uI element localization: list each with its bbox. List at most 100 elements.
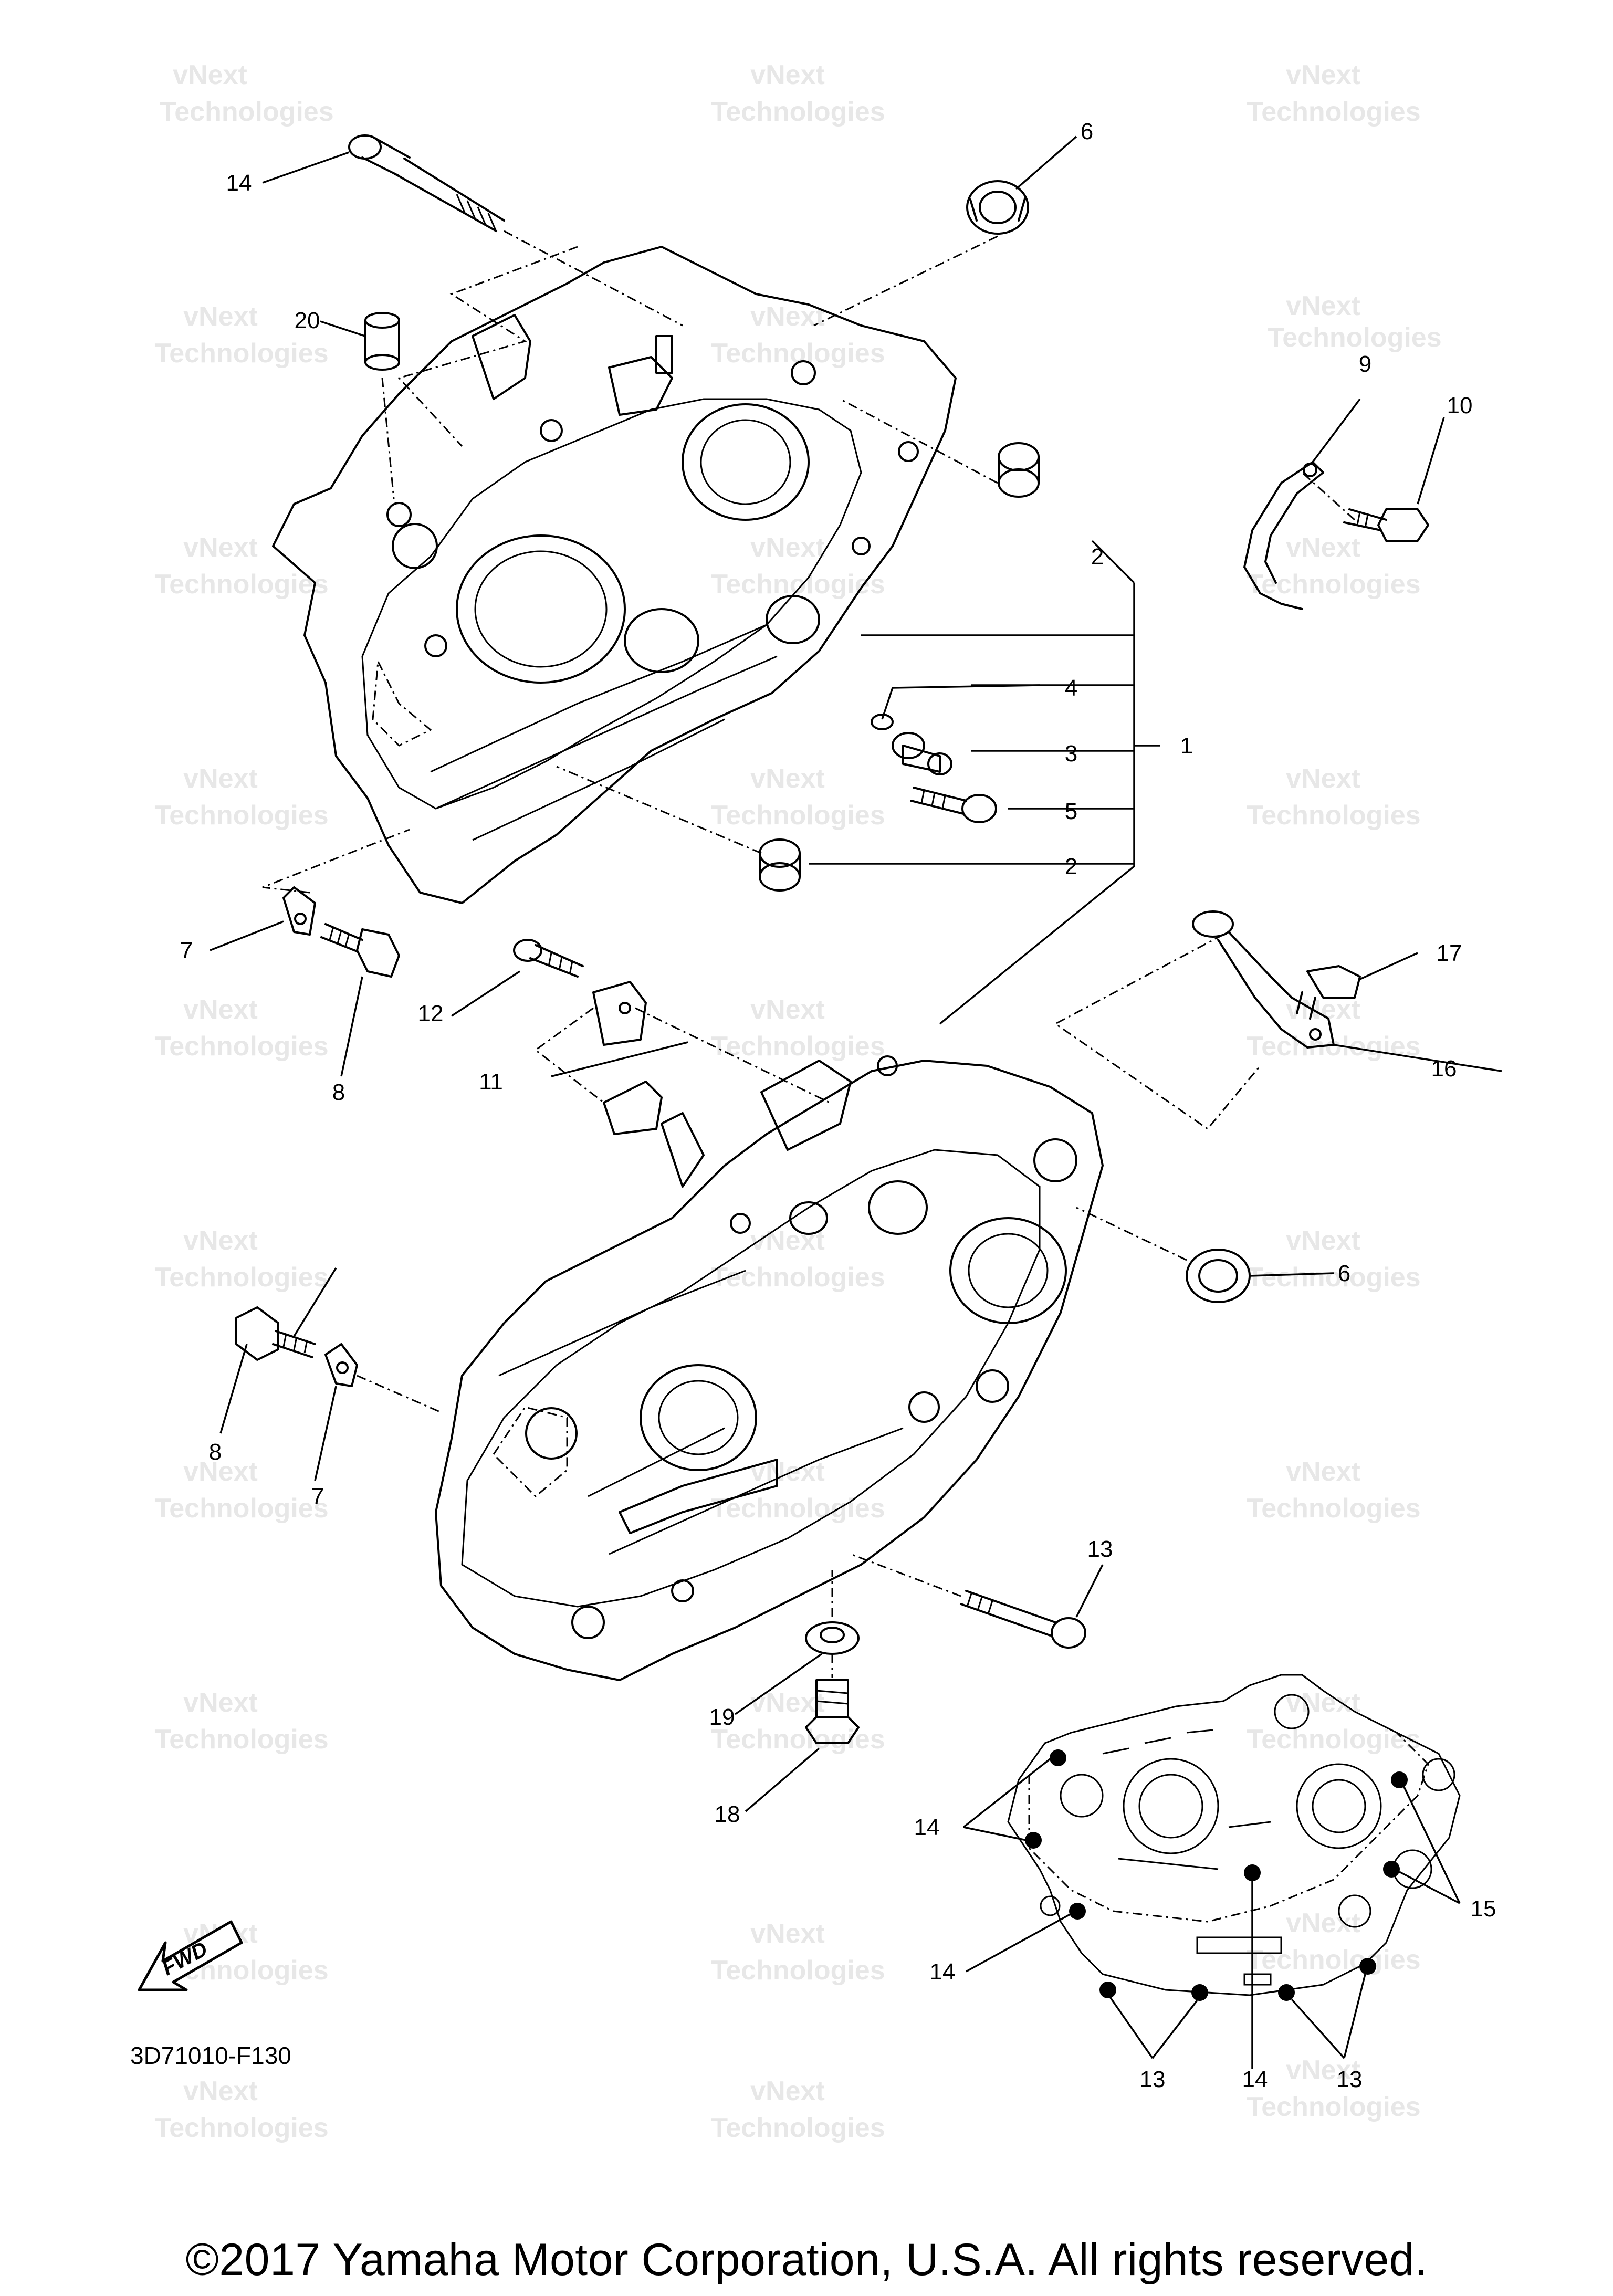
watermark: vNext Technologies <box>711 2076 885 2143</box>
svg-text:Technologies: Technologies <box>154 1493 328 1524</box>
dowel-pin-2-lower <box>759 838 801 892</box>
bolt-8-lower <box>235 1306 316 1361</box>
bolt-5 <box>910 787 997 823</box>
fitting-3 <box>892 732 952 775</box>
screw-12 <box>513 939 584 978</box>
callout-19: 19 <box>709 1704 735 1730</box>
svg-text:vNext: vNext <box>1286 1687 1360 1718</box>
callout-14: 14 <box>226 170 252 196</box>
leader-lines <box>210 135 1502 1812</box>
bolt-17 <box>1296 965 1361 1020</box>
callout-7: 7 <box>180 938 193 963</box>
bolt-10 <box>1343 508 1429 542</box>
svg-text:vNext: vNext <box>750 60 825 90</box>
callout-4: 4 <box>1065 675 1077 701</box>
callout-8: 8 <box>332 1079 345 1105</box>
watermark: vNext Technologies <box>711 301 885 369</box>
watermark: vNext Technologies <box>711 763 885 831</box>
svg-text:Technologies: Technologies <box>154 569 328 600</box>
svg-text:vNext: vNext <box>750 1456 825 1487</box>
crankcase-right-half <box>272 246 957 904</box>
svg-text:Technologies: Technologies <box>711 2113 885 2143</box>
watermark: vNext Technologies <box>711 1918 885 1986</box>
callout-2: 2 <box>1065 854 1077 879</box>
svg-text:vNext: vNext <box>750 1918 825 1949</box>
svg-text:Technologies: Technologies <box>711 338 885 369</box>
watermark: vNext Technologies <box>154 301 328 369</box>
watermark: vNext Technologies <box>154 1687 328 1755</box>
callouts: 14 6 20 9 10 2 4 3 1 5 2 7 8 12 11 17 16… <box>180 119 1496 2092</box>
callout-17: 17 <box>1437 940 1462 966</box>
watermark: vNext Technologies <box>154 994 328 1062</box>
callout-15: 15 <box>1471 1896 1496 1922</box>
svg-text:Technologies: Technologies <box>1247 1945 1420 1975</box>
svg-text:Technologies: Technologies <box>711 800 885 831</box>
svg-text:Technologies: Technologies <box>1247 2092 1420 2122</box>
svg-text:vNext: vNext <box>1286 763 1360 794</box>
svg-text:Technologies: Technologies <box>711 1262 885 1293</box>
copyright-notice: ©2017 Yamaha Motor Corporation, U.S.A. A… <box>185 2235 1428 2285</box>
watermark: vNext Technologies <box>1247 994 1420 1062</box>
callout-7: 7 <box>311 1484 324 1509</box>
guide-9 <box>1243 461 1324 610</box>
svg-text:vNext: vNext <box>750 1687 825 1718</box>
watermark: vNext Technologies <box>1247 1456 1420 1524</box>
callout-14: 14 <box>930 1959 956 1985</box>
watermark: vNext Technologies <box>1247 1687 1420 1755</box>
callout-14: 14 <box>1242 2067 1268 2092</box>
part-1-bracket <box>809 540 1160 1025</box>
watermark: vNext Technologies <box>1268 291 1441 353</box>
callout-9: 9 <box>1359 351 1371 377</box>
callout-2: 2 <box>1091 544 1104 570</box>
dowel-pin-20 <box>364 312 400 371</box>
watermark: vNext Technologies <box>1247 2055 1420 2122</box>
svg-text:vNext: vNext <box>1286 291 1360 321</box>
callout-16: 16 <box>1431 1056 1457 1082</box>
callout-13: 13 <box>1087 1536 1113 1562</box>
watermark-layer: vNext Technologies vNext Technologies vN… <box>154 60 1441 2143</box>
svg-text:Technologies: Technologies <box>711 1955 885 1986</box>
svg-text:vNext: vNext <box>173 60 247 90</box>
watermark: vNext Technologies <box>711 1225 885 1293</box>
plate-11-lower <box>603 1081 663 1135</box>
watermark: vNext Technologies <box>160 60 333 127</box>
svg-text:Technologies: Technologies <box>1247 800 1420 831</box>
watermark: vNext Technologies <box>711 1687 885 1755</box>
plate-11-upper <box>592 981 647 1046</box>
bolt-13 <box>960 1590 1086 1649</box>
svg-text:Technologies: Technologies <box>154 1724 328 1755</box>
callout-13: 13 <box>1140 2067 1166 2092</box>
svg-text:vNext: vNext <box>183 301 258 332</box>
svg-text:vNext: vNext <box>183 1456 258 1487</box>
watermark: vNext Technologies <box>711 994 885 1062</box>
callout-3: 3 <box>1065 741 1077 767</box>
assembly-lines <box>262 230 1356 1678</box>
callout-20: 20 <box>295 308 320 333</box>
svg-text:vNext: vNext <box>1286 532 1360 563</box>
svg-text:Technologies: Technologies <box>1247 1724 1420 1755</box>
callout-1: 1 <box>1180 733 1193 759</box>
watermark: vNext Technologies <box>1247 763 1420 831</box>
svg-text:Technologies: Technologies <box>154 338 328 369</box>
clamp-7-lower <box>324 1343 358 1387</box>
svg-text:Technologies: Technologies <box>711 1724 885 1755</box>
watermark: vNext Technologies <box>154 1456 328 1524</box>
oil-seal-6-lower <box>1186 1249 1251 1303</box>
oil-seal-6-upper <box>966 180 1029 235</box>
svg-text:vNext: vNext <box>1286 2055 1360 2085</box>
svg-text:vNext: vNext <box>1286 1908 1360 1938</box>
watermark: vNext Technologies <box>1247 532 1420 600</box>
svg-text:Technologies: Technologies <box>1247 1493 1420 1524</box>
svg-text:vNext: vNext <box>1286 1456 1360 1487</box>
gasket-19 <box>805 1621 860 1655</box>
callout-11: 11 <box>479 1069 503 1095</box>
watermark: vNext Technologies <box>711 60 885 127</box>
watermark: vNext Technologies <box>1247 1225 1420 1293</box>
callout-12: 12 <box>418 1001 444 1026</box>
svg-text:Technologies: Technologies <box>154 800 328 831</box>
svg-text:Technologies: Technologies <box>1247 97 1420 127</box>
callout-8: 8 <box>209 1439 222 1465</box>
callout-6: 6 <box>1081 119 1093 144</box>
svg-text:vNext: vNext <box>183 2076 258 2106</box>
